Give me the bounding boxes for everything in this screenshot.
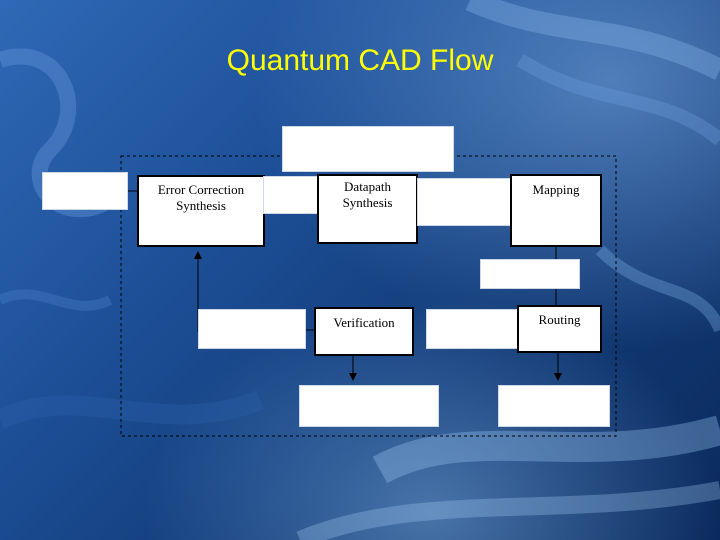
mapping-box: Mapping — [510, 174, 602, 247]
error-correction-synthesis-box: Error Correction Synthesis — [137, 175, 265, 247]
blank-box-between-ec-datapath — [263, 176, 318, 214]
blank-box-bottom-center — [299, 385, 439, 427]
verification-label: Verification — [333, 315, 395, 330]
routing-label: Routing — [538, 312, 581, 327]
slide-title: Quantum CAD Flow — [226, 44, 494, 77]
blank-box-input-left — [42, 172, 128, 210]
routing-box: Routing — [517, 305, 602, 353]
blank-box-top-center — [282, 126, 454, 172]
datapath-synthesis-box: Datapath Synthesis — [317, 174, 418, 244]
verification-box: Verification — [314, 307, 414, 356]
blank-box-mapping-to-routing — [480, 259, 580, 289]
blank-box-verification-to-routing — [426, 309, 520, 349]
blank-box-bottom-right — [498, 385, 610, 427]
error-correction-synthesis-label: Error Correction Synthesis — [157, 182, 245, 213]
datapath-synthesis-label: Datapath Synthesis — [342, 179, 393, 210]
blank-box-datapath-to-mapping — [417, 178, 513, 226]
blank-box-lower-left — [198, 309, 306, 349]
mapping-label: Mapping — [532, 182, 580, 197]
